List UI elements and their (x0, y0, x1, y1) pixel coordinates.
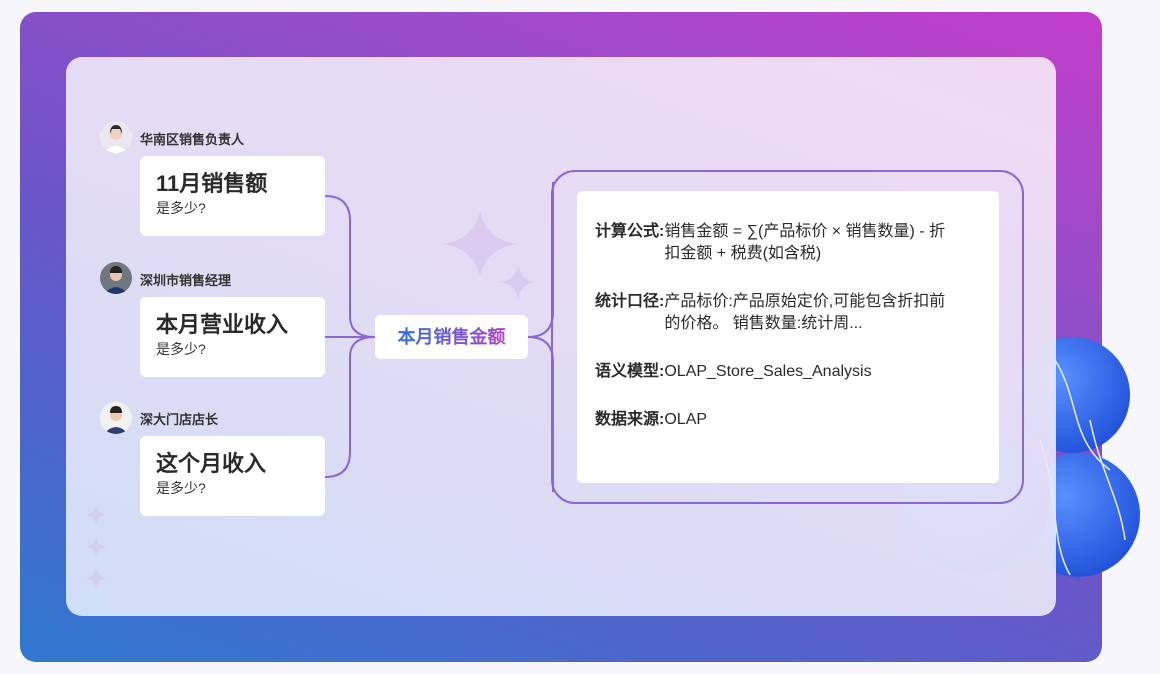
detail-row-formula: 计算公式:销售金额 = ∑(产品标价 × 销售数量) - 折扣金额 + 税费(如… (595, 221, 981, 265)
question-card[interactable]: 这个月收入 是多少? (140, 436, 325, 516)
question-card[interactable]: 11月销售额 是多少? (140, 156, 325, 236)
detail-row-scope: 统计口径:产品标价:产品原始定价,可能包含折扣前的价格。 销售数量:统计周... (595, 291, 981, 335)
detail-row-model: 语义模型:OLAP_Store_Sales_Analysis (595, 361, 981, 383)
sparkle-icon (86, 505, 106, 588)
metric-node[interactable]: 本月销售金额 (375, 315, 528, 359)
question-sub: 是多少? (156, 480, 206, 496)
question-sub: 是多少? (156, 341, 206, 357)
detail-row-source: 数据来源:OLAP (595, 409, 981, 431)
detail-label: 统计口径: (595, 293, 665, 310)
question-card[interactable]: 本月营业收入 是多少? (140, 297, 325, 377)
question-text: 本月营业收入 (156, 312, 289, 337)
avatar (100, 121, 132, 153)
question-text: 这个月收入 (156, 451, 267, 476)
person-label: 深大门店店长 (140, 412, 219, 427)
person-label: 深圳市销售经理 (140, 273, 232, 288)
question-sub: 是多少? (156, 200, 206, 216)
detail-label: 语义模型: (595, 363, 665, 380)
detail-label: 数据来源: (595, 411, 665, 428)
detail-value: 产品标价:产品原始定价,可能包含折扣前的价格。 销售数量:统计周... (664, 293, 946, 332)
detail-label: 计算公式: (595, 223, 665, 240)
sparkle-icon (444, 210, 536, 300)
metric-detail-card: 计算公式:销售金额 = ∑(产品标价 × 销售数量) - 折扣金额 + 税费(如… (577, 191, 999, 483)
metric-detail-frame (551, 170, 1024, 504)
detail-value: 销售金额 = ∑(产品标价 × 销售数量) - 折扣金额 + 税费(如含税) (664, 223, 946, 262)
person-label: 华南区销售负责人 (140, 132, 245, 147)
detail-value: OLAP (664, 411, 708, 428)
detail-value: OLAP_Store_Sales_Analysis (664, 363, 872, 380)
question-text: 11月销售额 (156, 171, 268, 196)
metric-label: 本月销售金额 (397, 327, 506, 347)
avatar (100, 262, 132, 294)
avatar (100, 402, 132, 434)
